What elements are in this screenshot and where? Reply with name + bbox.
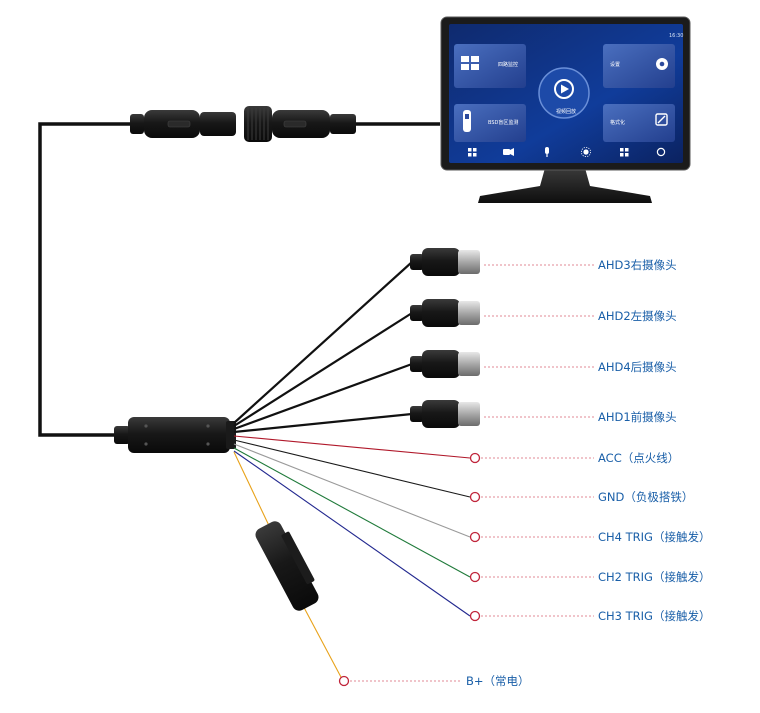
wire-gnd — [233, 439, 471, 498]
label-ahd2: AHD2左摄像头 — [598, 309, 677, 323]
camera-connector-ahd4 — [410, 350, 480, 378]
labels: AHD3右摄像头 AHD2左摄像头 AHD4后摄像头 AHD1前摄像头 ACC（… — [466, 258, 710, 688]
wire-acc — [233, 435, 471, 459]
label-ch4: CH4 TRIG（接触发） — [598, 530, 710, 544]
gear-icon — [656, 58, 668, 70]
car-icon — [463, 110, 471, 132]
camera-connector-ahd3 — [410, 248, 480, 276]
tile-format[interactable]: 格式化 — [603, 104, 675, 142]
bottom-bar — [468, 146, 666, 157]
aviation-connector-female — [244, 106, 356, 142]
terminal-ch2 — [469, 571, 481, 583]
layout-icon[interactable] — [620, 148, 629, 157]
camera-icon[interactable] — [503, 148, 514, 156]
clock-text: 16:30 — [669, 33, 683, 39]
wire-ch2 — [233, 447, 471, 578]
monitor-stand — [478, 168, 652, 203]
label-ch3: CH3 TRIG（接触发） — [598, 609, 710, 623]
tile-playback-label: 视频回放 — [556, 108, 576, 115]
camera-connector-ahd2 — [410, 299, 480, 327]
wire-ch3 — [233, 450, 471, 617]
terminal-acc — [469, 452, 481, 464]
label-ahd3: AHD3右摄像头 — [598, 258, 677, 272]
wire-ch4 — [233, 443, 471, 538]
label-ch2: CH2 TRIG（接触发） — [598, 570, 710, 584]
main-cable — [38, 122, 440, 437]
terminals — [338, 452, 481, 687]
terminal-bplus — [338, 675, 350, 687]
format-icon — [655, 113, 668, 126]
monitor: 16:30 四路监控 设置 视频回放 — [440, 16, 691, 203]
power-icon[interactable] — [656, 147, 666, 157]
brightness-icon[interactable] — [581, 146, 592, 157]
grid-icon — [461, 56, 479, 70]
tile-settings[interactable]: 设置 — [603, 44, 675, 88]
tile-quad-view-label: 四路监控 — [498, 61, 518, 68]
home-icon[interactable] — [468, 148, 477, 157]
tile-bsd[interactable]: BSD盲区监测 — [454, 104, 526, 142]
mic-icon[interactable] — [545, 147, 549, 157]
signal-wires — [233, 435, 471, 680]
label-ahd4: AHD4后摄像头 — [598, 360, 677, 374]
camera-cables — [233, 261, 413, 434]
tile-playback[interactable]: 视频回放 — [538, 67, 590, 119]
fuse-holder — [255, 521, 319, 611]
terminal-gnd — [469, 491, 481, 503]
tile-quad-view[interactable]: 四路监控 — [454, 44, 526, 88]
harness-hub — [114, 417, 236, 453]
aviation-connector-male — [130, 110, 236, 138]
label-bplus: B+（常电） — [466, 674, 530, 688]
tile-format-label: 格式化 — [610, 119, 625, 126]
playback-icon — [554, 79, 574, 99]
leader-lines — [350, 264, 594, 682]
label-ahd1: AHD1前摄像头 — [598, 410, 677, 424]
terminal-ch3 — [469, 610, 481, 622]
label-acc: ACC（点火线） — [598, 451, 679, 465]
wire-bplus — [233, 451, 343, 680]
tile-settings-label: 设置 — [610, 61, 620, 68]
tile-bsd-label: BSD盲区监测 — [488, 119, 518, 126]
camera-connector-ahd1 — [410, 400, 480, 428]
label-gnd: GND（负极搭铁） — [598, 490, 693, 504]
terminal-ch4 — [469, 531, 481, 543]
